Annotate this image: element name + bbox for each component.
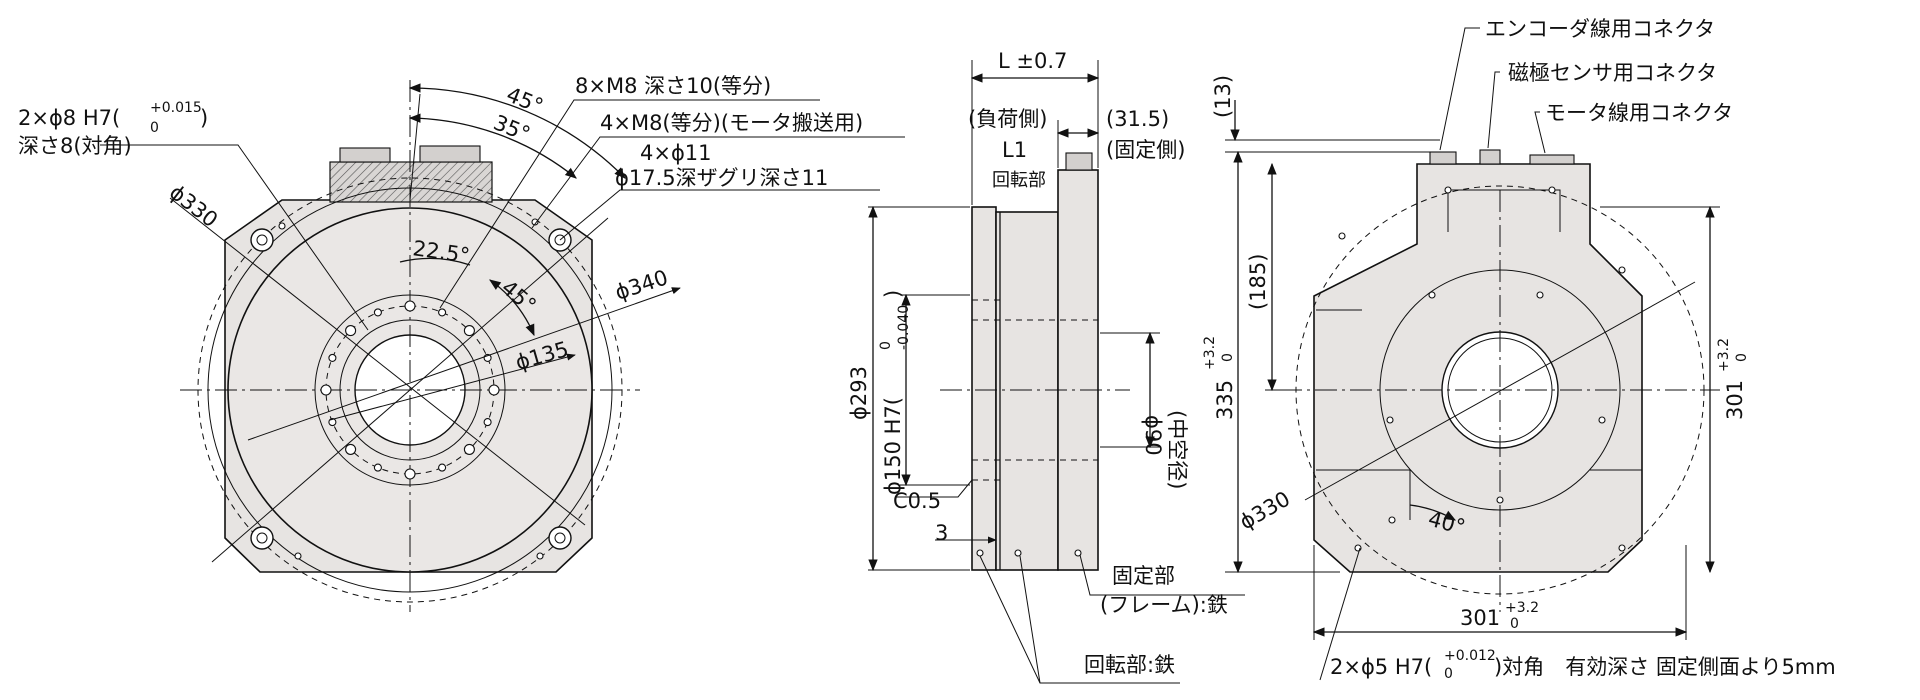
front-mount-holes-label: 4×ϕ11 [640, 141, 712, 165]
front-angle-45-arc [408, 83, 626, 179]
bolt-hole [438, 308, 447, 317]
front-leader-340 [247, 287, 681, 441]
front-angle-45-mid-arc [489, 279, 535, 337]
front-counterbore-label: ϕ17.5深ザグリ深さ11 [615, 166, 828, 190]
front-leader-taps [439, 99, 820, 309]
front-pin-tol-up: +0.015 [150, 100, 202, 116]
bolt-hole [463, 325, 475, 337]
side-fixed-side: (固定側) [1106, 138, 1185, 162]
front-angle-45-top: 45° [503, 82, 547, 118]
rear-view [1225, 27, 1720, 681]
rear-dim-301-v-low: 0 [1734, 353, 1750, 362]
bolt-hole [328, 418, 337, 427]
front-leader-pin [100, 144, 369, 331]
bolt-hole [328, 353, 337, 362]
side-hollow: (中空径) [1165, 410, 1189, 489]
front-dia-340: ϕ340 [612, 265, 671, 304]
side-rotor-label: 回転部 [992, 170, 1046, 191]
side-fit-150-close: ) [881, 290, 905, 298]
front-angle-ref [409, 93, 421, 201]
front-connector-left [339, 147, 391, 163]
rear-encoder-connector: エンコーダ線用コネクタ [1485, 17, 1715, 41]
rear-dim-301-h-low: 0 [1510, 616, 1519, 632]
front-pin-hole: 2×ϕ8 H7( [18, 106, 120, 130]
side-fit-150-up: 0 [878, 341, 894, 350]
front-bolt-holes [320, 300, 500, 480]
bolt-hole [373, 308, 382, 317]
front-angle-35: 35° [490, 110, 534, 146]
rear-pin-note-tail: )対角 有効深さ 固定側面より5mm [1494, 655, 1836, 679]
rear-dim-301-v: 301 [1723, 380, 1747, 420]
bolt-hole [404, 468, 416, 480]
bolt-hole [345, 443, 357, 455]
side-rotor-body [995, 211, 1059, 571]
front-lift-taps-label: 4×M8(等分)(モータ搬送用) [600, 111, 863, 135]
front-connector-right [419, 145, 481, 163]
rear-pin-note-low: 0 [1444, 666, 1453, 682]
bolt-hole [404, 300, 416, 312]
side-stator-frame [1057, 169, 1099, 571]
rear-pin-note-up: +0.012 [1444, 648, 1496, 664]
side-dim-3: 3 [935, 521, 948, 545]
rear-dim-301-v-up: +3.2 [1716, 338, 1732, 372]
side-labels: L ±0.7 (負荷側) L1 回転部 (31.5) (固定側) ϕ293 ϕ1… [847, 49, 1228, 677]
rear-labels: エンコーダ線用コネクタ 磁極センサ用コネクタ モータ線用コネクタ (13) (1… [1202, 17, 1836, 682]
front-dia-330: ϕ330 [165, 180, 222, 232]
side-fit-150-low: -0.040 [896, 305, 912, 350]
side-view [868, 60, 1245, 684]
front-leader-mount [559, 189, 880, 241]
front-angle-35-arc [408, 113, 577, 179]
front-angle-22-arc [399, 257, 471, 266]
front-mount-holes [250, 218, 572, 560]
front-leader-135 [329, 353, 576, 421]
side-l1: L1 [1002, 138, 1027, 162]
side-rotor-material: 回転部:鉄 [1084, 653, 1175, 677]
side-dia-150: ϕ150 H7( [881, 397, 905, 495]
front-diameter-line-330 [211, 217, 609, 563]
side-load-side: (負荷側) [968, 107, 1047, 131]
front-view [100, 80, 905, 612]
side-rotor-flange [971, 206, 997, 571]
rear-dim-335-up: +3.2 [1202, 336, 1218, 370]
front-pin-close: ) [200, 106, 208, 130]
side-fixed-offset: (31.5) [1106, 107, 1169, 131]
side-length: L ±0.7 [998, 49, 1067, 73]
front-pin-tol-low: 0 [150, 120, 159, 136]
bolt-hole [438, 463, 447, 472]
front-leader-lift [531, 136, 905, 229]
front-pin-depth: 深さ8(対角) [18, 134, 132, 158]
rear-dim-335-low: 0 [1220, 353, 1236, 362]
rear-dim-301-h: 301 [1460, 606, 1500, 630]
side-chamfer: C0.5 [893, 489, 941, 513]
side-stator-material-2: (フレーム):鉄 [1100, 593, 1228, 617]
rear-dia-330: ϕ330 [1236, 487, 1295, 535]
bolt-hole [345, 325, 357, 337]
bolt-hole [488, 384, 500, 396]
bolt-hole [463, 443, 475, 455]
side-dia-293: ϕ293 [847, 366, 871, 420]
rear-dim-301-h-up: +3.2 [1505, 600, 1539, 616]
side-connector [1065, 152, 1093, 171]
bolt-hole [373, 463, 382, 472]
rear-pin-note: 2×ϕ5 H7( [1330, 655, 1432, 679]
rear-dim-185: (185) [1246, 254, 1270, 310]
front-tap-holes-label: 8×M8 深さ10(等分) [575, 74, 771, 98]
side-stator-material-1: 固定部 [1112, 564, 1175, 588]
rear-dim-13: (13) [1211, 75, 1235, 118]
rear-dim-335: 335 [1213, 380, 1237, 420]
bolt-hole [483, 418, 492, 427]
bolt-hole [320, 384, 332, 396]
front-diag-line [169, 197, 586, 526]
rear-motor-connector: モータ線用コネクタ [1545, 101, 1733, 125]
side-dia-90: ϕ90 [1141, 415, 1165, 456]
rear-pole-connector: 磁極センサ用コネクタ [1508, 61, 1717, 85]
